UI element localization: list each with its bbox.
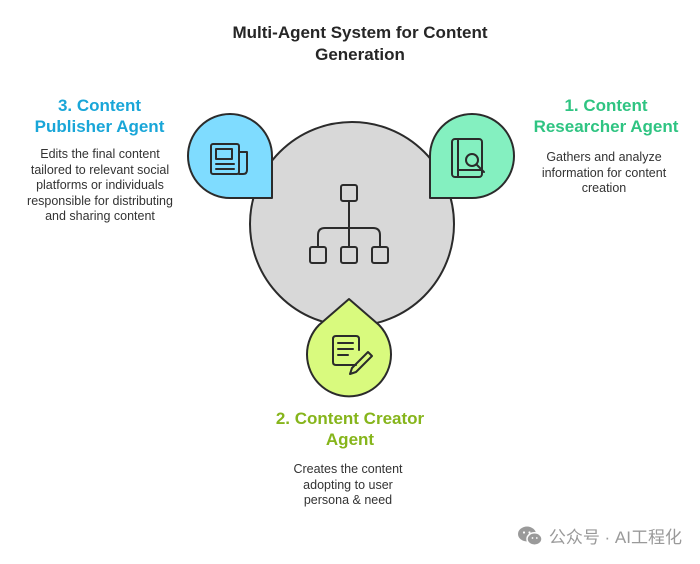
document-pencil-icon xyxy=(332,335,373,375)
hierarchy-icon xyxy=(309,184,389,264)
newspaper-icon xyxy=(210,143,248,175)
center-circle xyxy=(249,121,455,327)
watermark: 公众号 · AI工程化 xyxy=(517,523,682,548)
creator-bubble xyxy=(306,298,392,398)
publisher-bubble xyxy=(187,113,273,199)
publisher-agent-title: 3. Content Publisher Agent xyxy=(34,96,165,136)
creator-agent-title: 2. Content Creator Agent xyxy=(275,409,425,449)
watermark-text: 公众号 · AI工程化 xyxy=(548,528,682,547)
researcher-bubble xyxy=(429,113,515,199)
diagram-title: Multi-Agent System for Content Generatio… xyxy=(232,23,488,64)
creator-agent-description: Creates the content adopting to user per… xyxy=(293,462,403,507)
researcher-agent-description: Gathers and analyze information for cont… xyxy=(541,150,667,195)
book-search-icon xyxy=(451,138,485,178)
publisher-agent-description: Edits the final content tailored to rele… xyxy=(27,147,173,223)
wechat-icon xyxy=(517,526,543,546)
researcher-agent-title: 1. Content Researcher Agent xyxy=(533,96,679,136)
